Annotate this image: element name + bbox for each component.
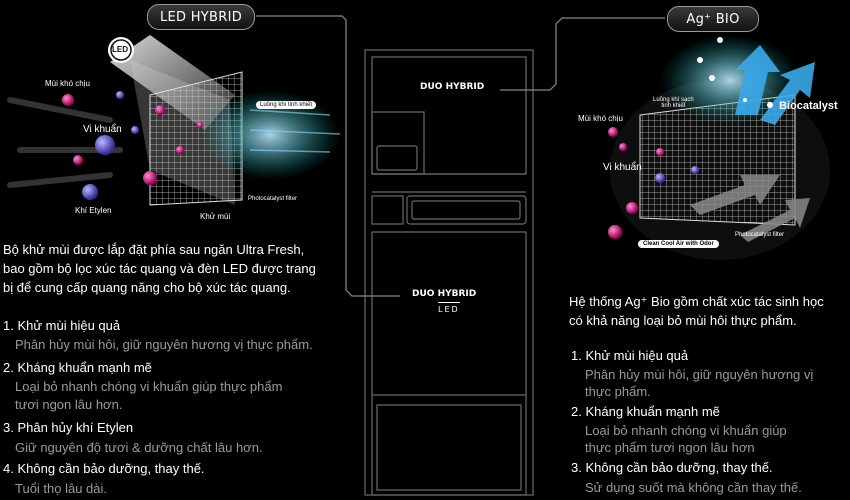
right-feature-title: 1. Khử mùi hiệu quả [571,348,689,363]
ethylene-label: Khí Etylen [75,206,112,215]
biocatalyst-label: Biocatalyst [779,100,838,112]
left-intro-line: Bộ khử mùi được lắp đặt phía sau ngăn Ul… [3,242,305,257]
right-intro: Hệ thống Ag⁺ Bio gồm chất xúc tác sinh h… [569,292,824,330]
right-feature-title: 2. Kháng khuẩn mạnh mẽ [571,404,720,419]
smell-label: Mùi khó chịu [45,79,90,88]
left-feature-desc: Giữ nguyên độ tươi & dưỡng chất lâu hơn. [15,440,263,455]
left-feature-desc: tươi ngon lâu hơn. [15,397,123,412]
right-feature-desc: thực phẩm. [585,384,651,399]
right-feature-desc: Sử dụng suốt mà không cần thay thế. [585,480,802,495]
ag-bio-badge: Ag⁺ BIO [667,6,759,32]
right-bacteria-label: Vi khuẩn [603,162,642,173]
fridge-mid-sublabel: LED [438,302,460,314]
led-icon: LED [112,45,128,54]
left-feature-desc: Loại bỏ nhanh chóng vi khuẩn giúp thực p… [15,379,283,394]
right-intro-line: Hệ thống Ag⁺ Bio gồm chất xúc tác sinh h… [569,294,824,309]
right-photocatalyst-label: Photocatalyst filter [735,232,785,238]
left-intro-line: bao gồm bộ lọc xúc tác quang và đèn LED … [3,261,316,276]
clean-air-label: Luồng khí tinh khiết [256,101,317,109]
fridge-top-label: DUO HYBRID [420,82,485,92]
left-feature-desc: Tuổi thọ lâu dài. [15,481,108,496]
right-clean-air-line1: Luồng khí sạch [653,97,694,103]
right-clean-air-line2: tinh khiết [661,103,686,109]
left-feature-title: 1. Khử mùi hiệu quả [3,318,121,333]
fridge-mid-label: DUO HYBRID [412,289,477,299]
left-intro: Bộ khử mùi được lắp đặt phía sau ngăn Ul… [3,240,316,297]
bacteria-label: Vi khuẩn [83,124,122,135]
left-intro-line: bị để cung cấp quang năng cho bộ xúc tác… [3,280,291,295]
right-feature-desc: Phân hủy mùi hôi, giữ nguyên hương vị [585,367,814,382]
odor-label: Khử mùi [200,212,231,221]
right-feature-desc: Loại bỏ nhanh chóng vi khuẩn giúp [585,423,787,438]
left-feature-title: 3. Phân hủy khí Etylen [3,420,134,435]
left-feature-title: 2. Kháng khuẩn mạnh mẽ [3,360,152,375]
left-feature-desc: Phân hủy mùi hôi, giữ nguyên hương vị th… [15,337,313,352]
right-clean-air-label: Luồng khí sạch tinh khiết [653,97,694,109]
photocatalyst-label: Photocatalyst filter [248,196,298,202]
right-feature-desc: thực phẩm tươi ngon lâu hơn [585,440,755,455]
right-intro-line: có khả năng loại bỏ mùi hôi thực phẩm. [569,313,797,328]
left-feature-title: 4. Không cần bảo dưỡng, thay thế. [3,461,205,476]
clean-cool-label: Clean Cool Air with Odor [638,240,719,248]
right-feature-title: 3. Không cần bảo dưỡng, thay thế. [571,460,773,475]
right-smell-label: Mùi khó chịu [578,114,623,123]
led-hybrid-badge: LED HYBRID [147,4,255,30]
